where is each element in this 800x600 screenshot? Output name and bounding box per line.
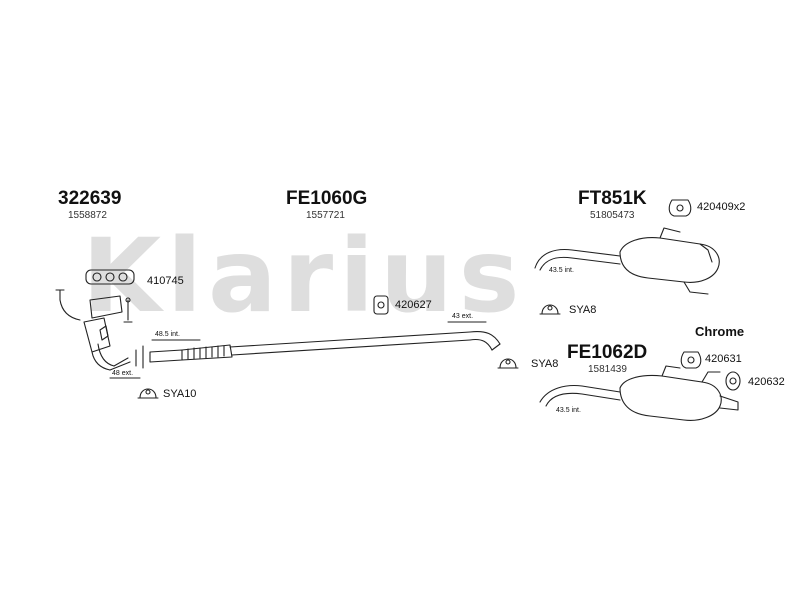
rear-lower-part-number: FE1062D [567,342,648,363]
catalyst-oe-number: 1558872 [68,210,107,221]
rubber-mount-420409 [668,199,692,217]
middle-pipe [149,330,501,363]
sya10-label: SYA10 [163,388,197,400]
rubber-420631-label: 420631 [705,353,742,365]
catalyst-assembly [55,289,133,371]
rear-upper-part-number: FT851K [578,188,647,209]
chrome-note: Chrome [695,324,745,339]
rear-silencer-lower [539,365,739,421]
clamp-sya8-upper [539,304,561,315]
dimension-48-ext: 48 ext. [112,370,134,377]
middle-pipe-oe-number: 1557721 [306,210,345,221]
dimension-43-5-int-upper: 43.5 int. [549,267,574,274]
rear-silencer-upper [534,227,720,295]
dimension-43-5-int-lower: 43.5 int. [556,407,581,414]
middle-pipe-part-number: FE1060G [286,188,368,209]
sya8-upper-label: SYA8 [569,304,597,316]
rear-lower-oe-number: 1581439 [588,364,627,375]
exhaust-gasket [85,269,135,285]
clamp-420627-label: 420627 [395,299,432,311]
gasket-label: 410745 [147,275,184,287]
clamp-sya10 [137,388,159,399]
dimension-48-5-int: 48.5 int. [155,331,180,338]
clamp-sya8-middle [497,358,519,369]
rubber-420409-label: 420409x2 [697,201,746,213]
rubber-mount-420631 [680,351,702,369]
rubber-420632-label: 420632 [748,376,785,388]
watermark-logo: Klarius [82,217,526,336]
dimension-43-ext: 43 ext. [452,313,474,320]
rubber-mount-420632 [725,371,741,391]
catalyst-part-number: 322639 [58,188,122,209]
sya8-middle-label: SYA8 [531,358,559,370]
rubber-mount-420627 [373,295,389,315]
rear-upper-oe-number: 51805473 [590,210,635,221]
